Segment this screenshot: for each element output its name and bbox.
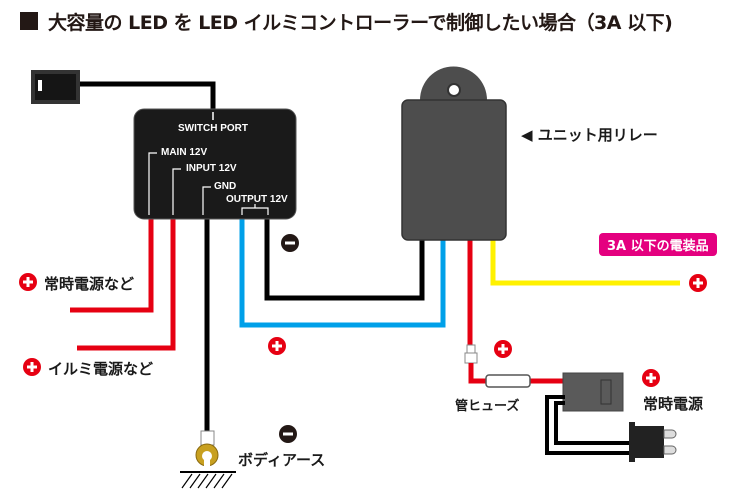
switch-icon — [31, 70, 80, 104]
illumination-power-etc-label: イルミ電源など — [48, 360, 154, 378]
gnd-label: GND — [214, 181, 237, 192]
plus-circle-icon — [689, 274, 707, 292]
input-12v-label: INPUT 12V — [186, 163, 237, 174]
constant-power-label: 常時電源 — [643, 395, 704, 413]
relay-label: ◀ ユニット用リレー — [521, 126, 658, 144]
tube-fuse-icon — [485, 374, 531, 388]
relay-unit — [401, 66, 507, 241]
diagram-title: 大容量の LED を LED イルミコントローラーで制御したい場合（3A 以下) — [20, 8, 673, 34]
ground-terminal-icon — [180, 430, 236, 489]
minus-circle-icon — [279, 425, 297, 443]
switch-wire — [80, 81, 216, 110]
output-12v-label: OUTPUT 12V — [226, 194, 288, 205]
tube-fuse-label: 管ヒューズ — [455, 399, 520, 414]
power-connector-icon — [562, 372, 624, 412]
output-wire-blue — [239, 215, 446, 328]
plus-circle-icon — [19, 273, 37, 291]
constant-power-etc-label: 常時電源など — [44, 275, 135, 293]
plus-circle-icon — [642, 369, 660, 387]
minus-circle-icon — [281, 234, 299, 252]
controller-box — [133, 108, 297, 220]
plus-circle-icon — [23, 358, 41, 376]
fuse-wire-red — [468, 363, 565, 384]
title-text: 大容量の LED を LED イルミコントローラーで制御したい場合（3A 以下) — [48, 11, 673, 34]
main-12v-wire-red — [70, 215, 154, 313]
relay-wire-yellow — [490, 240, 680, 286]
body-earth-label: ボディアース — [238, 451, 326, 469]
main-12v-label: MAIN 12V — [161, 147, 208, 158]
fuse-holder-connector — [464, 344, 478, 364]
switch-port-label: SWITCH PORT — [178, 123, 248, 134]
plus-circle-icon — [268, 337, 286, 355]
title-bullet-icon — [20, 12, 38, 30]
accessory-badge: 3A 以下の電装品 — [599, 233, 717, 256]
plus-circle-icon — [494, 340, 512, 358]
blade-plug-icon — [629, 422, 677, 462]
input-12v-wire-red — [77, 215, 176, 351]
output-wire-black — [264, 215, 425, 301]
